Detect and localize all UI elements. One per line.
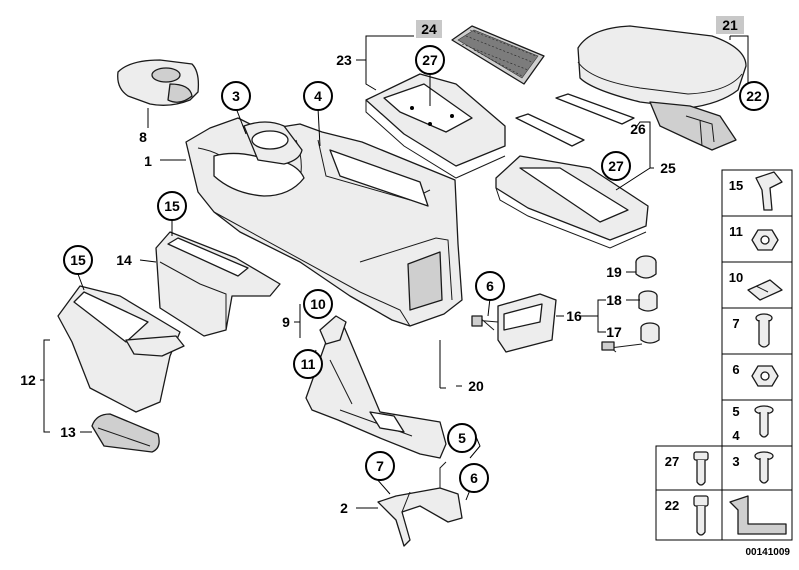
svg-text:3: 3 — [732, 454, 739, 469]
svg-text:5: 5 — [458, 430, 466, 446]
bolt-icon — [693, 451, 709, 461]
svg-text:3: 3 — [232, 88, 240, 104]
callout-4: 4 — [303, 81, 333, 111]
label-8: 8 — [139, 129, 147, 145]
diagram-id: 00141009 — [746, 547, 791, 558]
callout-6-lower: 6 — [459, 463, 489, 493]
part-19-socket-cap — [635, 255, 657, 279]
callout-27-lower: 27 — [601, 151, 631, 181]
part-17-socket — [601, 322, 660, 353]
callout-11: 11 — [293, 349, 323, 379]
label-9: 9 — [282, 314, 290, 330]
svg-text:10: 10 — [729, 270, 743, 285]
callout-7: 7 — [365, 451, 395, 481]
clip-icon — [755, 171, 783, 211]
svg-text:27: 27 — [422, 52, 438, 68]
svg-text:5: 5 — [732, 404, 739, 419]
svg-text:27: 27 — [608, 158, 624, 174]
part-16-switch-module — [471, 293, 557, 353]
svg-text:27: 27 — [665, 454, 679, 469]
label-14: 14 — [116, 252, 132, 268]
svg-text:6: 6 — [470, 470, 478, 486]
svg-text:10: 10 — [310, 296, 326, 312]
callout-6-upper: 6 — [475, 271, 505, 301]
part-13-insert-mat — [91, 413, 160, 453]
callout-10: 10 — [303, 289, 333, 319]
svg-text:6: 6 — [486, 278, 494, 294]
part-8-cover — [117, 59, 200, 106]
part-21-armrest — [577, 25, 747, 151]
svg-text:4: 4 — [314, 88, 322, 104]
label-18: 18 — [606, 292, 622, 308]
part-24-rubber-mat — [451, 25, 545, 85]
part-23-trim-plate — [365, 73, 506, 179]
svg-text:22: 22 — [746, 88, 762, 104]
svg-text:11: 11 — [729, 224, 743, 239]
svg-text:7: 7 — [376, 458, 384, 474]
svg-text:6: 6 — [732, 362, 739, 377]
svg-text:15: 15 — [164, 198, 180, 214]
part-25-trim-lower — [495, 155, 649, 249]
label-16: 16 — [566, 308, 582, 324]
part-2-lower-bracket — [377, 461, 463, 547]
label-25: 25 — [660, 160, 676, 176]
label-12: 12 — [20, 372, 36, 388]
callout-15-upper: 15 — [157, 191, 187, 221]
socket-bolt-icon — [693, 495, 709, 507]
svg-text:11: 11 — [301, 356, 316, 372]
svg-text:7: 7 — [732, 316, 739, 331]
part-12-cup-tray — [57, 285, 185, 413]
leader-lines — [40, 35, 749, 509]
callout-5: 5 — [447, 423, 477, 453]
part-26-strips — [515, 93, 635, 147]
label-23: 23 — [336, 52, 352, 68]
callout-22: 22 — [739, 81, 769, 111]
label-21: 21 — [722, 17, 738, 33]
callout-27-upper: 27 — [415, 45, 445, 75]
hardware-panel: 15 11 10 7 6 5 4 3 27 — [655, 169, 793, 541]
part-20-bracket — [305, 315, 447, 459]
svg-text:15: 15 — [729, 178, 743, 193]
svg-text:22: 22 — [665, 498, 679, 513]
bracket-profile-icon — [729, 495, 787, 535]
label-19: 19 — [606, 264, 622, 280]
label-24-highlight — [416, 20, 442, 38]
label-17: 17 — [606, 324, 622, 340]
label-26: 26 — [630, 121, 646, 137]
part-14-storage-tray — [155, 231, 281, 337]
label-13: 13 — [60, 424, 76, 440]
callout-3: 3 — [221, 81, 251, 111]
svg-text:4: 4 — [732, 428, 740, 443]
label-24: 24 — [421, 21, 437, 37]
callout-15-lower: 15 — [63, 245, 93, 275]
label-21-highlight — [716, 16, 744, 34]
label-1: 1 — [144, 153, 152, 169]
label-2: 2 — [340, 500, 348, 516]
svg-text:15: 15 — [70, 252, 86, 268]
part-18-socket-cap — [638, 290, 658, 312]
label-20: 20 — [468, 378, 484, 394]
part-1-console-body — [185, 117, 463, 327]
